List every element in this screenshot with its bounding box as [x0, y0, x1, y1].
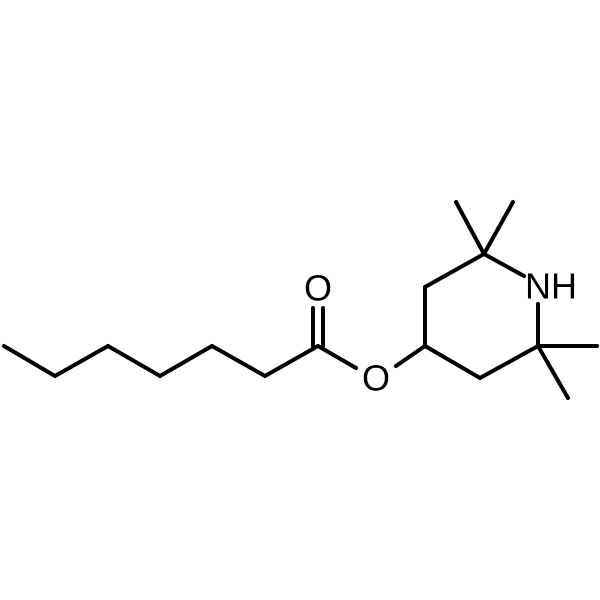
atom-labels: O O NH [304, 266, 577, 399]
carbonyl-oxygen-label: O [304, 268, 332, 309]
ester-oxygen-label: O [362, 358, 390, 399]
bond-methyl-upper-right [482, 200, 515, 256]
bond-c1-c2 [2, 344, 57, 378]
bond-c2-c3 [53, 344, 110, 378]
bond-ring-c6-c5 [478, 344, 540, 380]
bond-ring-c3-c2 [423, 252, 486, 289]
bond-c3-c4 [106, 344, 162, 378]
bond-c4-c5 [158, 344, 214, 378]
bond-carbonyl-ester-o [316, 344, 358, 370]
bond-ester-o-ring [394, 344, 427, 368]
methyl-groups [454, 200, 599, 400]
bond-methyl-lower-down [536, 344, 570, 400]
bond-ring-c2-n [482, 252, 526, 278]
bond-ring-c5-c4 [423, 344, 482, 380]
ring-nitrogen-label: NH [525, 266, 577, 307]
bond-c6-c7 [263, 344, 320, 378]
ester-group [311, 306, 427, 370]
bond-methyl-upper-left [454, 200, 486, 256]
piperidine-ring [423, 252, 540, 380]
alkyl-chain [2, 344, 320, 378]
bond-c5-c6 [210, 344, 267, 378]
